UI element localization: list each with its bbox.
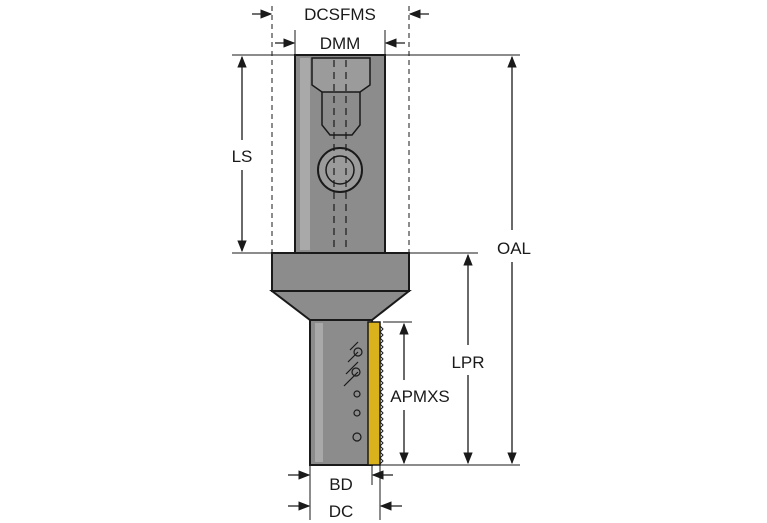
tool-body	[269, 54, 412, 466]
thread-insert-teeth	[379, 325, 384, 465]
shank-groove	[321, 92, 361, 136]
label-oal: OAL	[497, 239, 531, 258]
screw-hole-1	[353, 347, 363, 357]
thread-insert	[367, 321, 381, 466]
shank-clamp-hole-inner	[325, 155, 355, 185]
shank-clamp-hole	[317, 147, 363, 193]
label-lpr: LPR	[451, 353, 484, 372]
shank-highlight	[300, 58, 310, 250]
shank-top-notch	[311, 57, 371, 93]
label-dc: DC	[329, 502, 354, 521]
screw-hole-4	[353, 409, 361, 417]
screw-hole-2	[351, 367, 361, 377]
cutting-body-highlight	[315, 323, 323, 462]
label-apmxs: APMXS	[390, 387, 450, 406]
extension-lines	[232, 6, 520, 520]
collar-cone	[269, 290, 412, 321]
screw-hole-3	[353, 390, 361, 398]
label-ls: LS	[232, 147, 253, 166]
label-dcsfms: DCSFMS	[304, 5, 376, 24]
collar	[271, 252, 410, 292]
label-bd: BD	[329, 475, 353, 494]
screw-hole-5	[352, 432, 362, 442]
insert-screw-slot	[343, 341, 359, 387]
dimension-arrows	[237, 9, 517, 511]
label-dmm: DMM	[320, 34, 361, 53]
